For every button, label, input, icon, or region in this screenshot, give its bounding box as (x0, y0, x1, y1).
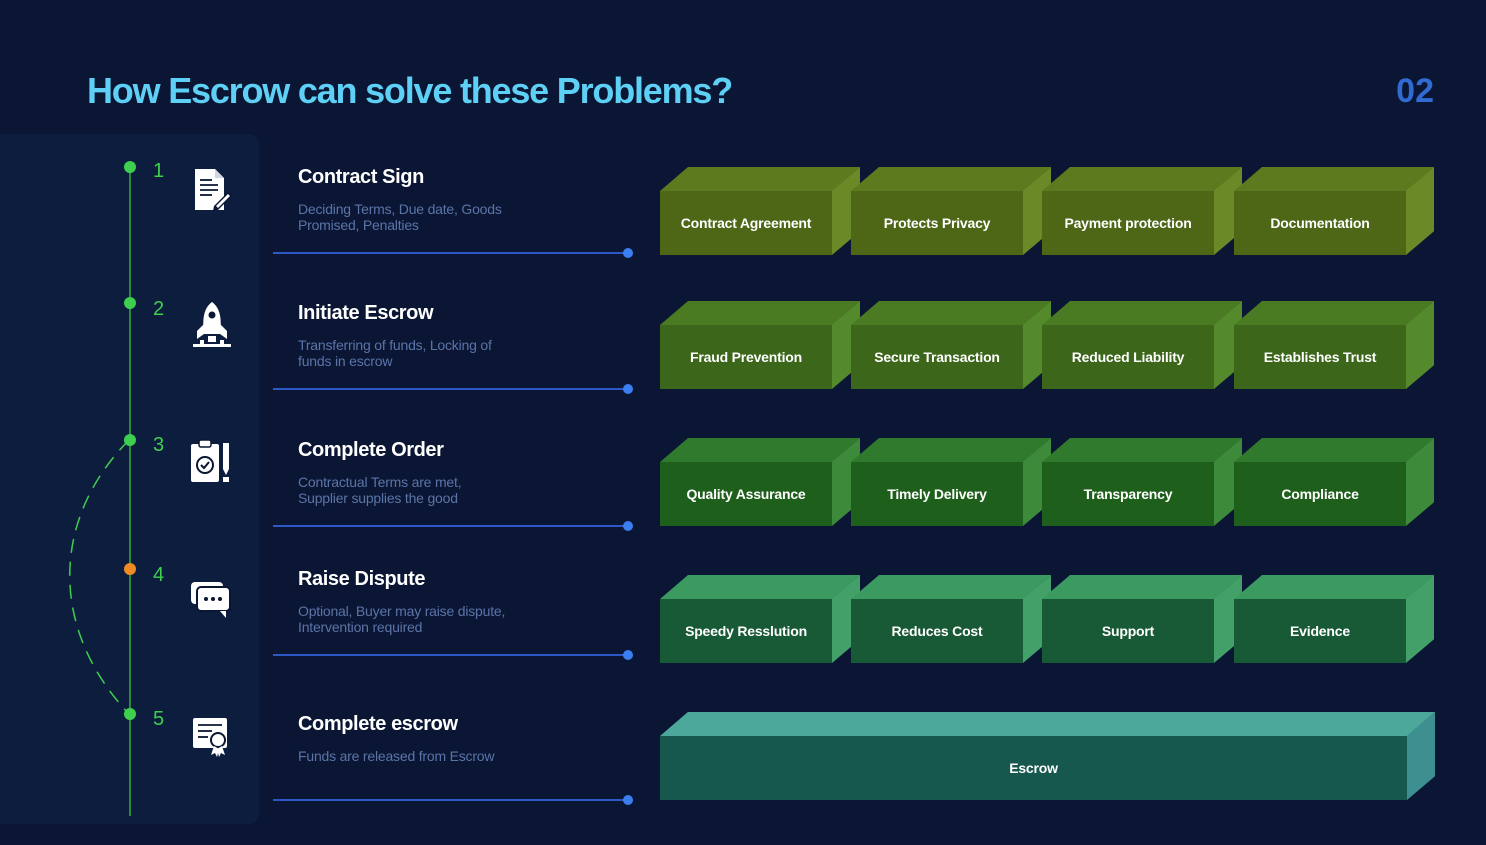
step-divider-end (623, 384, 633, 394)
benefit-box-label: Payment protection (1042, 191, 1214, 255)
document-pen-icon (195, 169, 232, 211)
step-divider (273, 799, 629, 801)
step-divider (273, 252, 629, 254)
benefit-box-top (1234, 575, 1434, 599)
step-description: Contractual Terms are met,Supplier suppl… (298, 474, 462, 506)
step-title: Initiate Escrow (298, 302, 434, 324)
step-divider (273, 654, 629, 656)
benefit-box-label: Establishes Trust (1234, 325, 1406, 389)
timeline-dot-3 (124, 434, 136, 446)
step-divider-end (623, 650, 633, 660)
step-divider-end (623, 795, 633, 805)
step-divider-end (623, 248, 633, 258)
step-title: Raise Dispute (298, 568, 426, 590)
benefit-box-top (1042, 438, 1242, 462)
benefit-box-top (660, 301, 860, 325)
step-title: Contract Sign (298, 166, 424, 188)
benefit-box-label: Reduces Cost (851, 599, 1023, 663)
step-divider (273, 388, 629, 390)
step-number: 1 (153, 160, 165, 182)
timeline-line (129, 166, 131, 816)
benefit-box-label: Documentation (1234, 191, 1406, 255)
benefit-box-label: Quality Assurance (660, 462, 832, 526)
benefit-box-top (851, 301, 1051, 325)
chat-bubbles-icon (191, 582, 231, 618)
benefit-box-top (851, 438, 1051, 462)
step-description: Optional, Buyer may raise dispute,Interv… (298, 603, 506, 635)
benefit-box-label: Speedy Resslution (660, 599, 832, 663)
benefit-box-top (660, 575, 860, 599)
step-number: 4 (153, 564, 165, 586)
page-title: How Escrow can solve these Problems? (87, 70, 733, 111)
timeline-dot-2 (124, 297, 136, 309)
benefit-box-label: Secure Transaction (851, 325, 1023, 389)
benefit-box-top (1234, 438, 1434, 462)
benefit-box-label: Fraud Prevention (660, 325, 832, 389)
step-divider (273, 525, 629, 527)
benefit-box-top (1042, 301, 1242, 325)
benefit-box-top (851, 575, 1051, 599)
benefit-box-top (1234, 167, 1434, 191)
rocket-icon (193, 302, 231, 347)
benefit-box-top (1234, 301, 1434, 325)
page-number: 02 (1396, 72, 1434, 110)
benefit-box-top (660, 167, 860, 191)
benefit-box-label: Protects Privacy (851, 191, 1023, 255)
benefit-box-top (660, 438, 860, 462)
benefit-box-label: Reduced Liability (1042, 325, 1214, 389)
step-number: 2 (153, 298, 165, 320)
benefit-box-label: Support (1042, 599, 1214, 663)
timeline-dot-4 (124, 563, 136, 575)
step-title: Complete Order (298, 439, 444, 461)
clipboard-check-icon (191, 439, 229, 482)
step-number: 3 (153, 434, 165, 456)
benefit-box-label: Transparency (1042, 462, 1214, 526)
certificate-icon (193, 718, 227, 757)
step-number: 5 (153, 708, 165, 730)
benefit-box-top (1042, 575, 1242, 599)
benefit-box-label: Contract Agreement (660, 191, 832, 255)
benefit-box-label: Timely Delivery (851, 462, 1023, 526)
escrow-box-label: Escrow (660, 736, 1407, 800)
escrow-box-top (660, 712, 1435, 736)
step-title: Complete escrow (298, 713, 458, 735)
timeline-dot-5 (124, 708, 136, 720)
benefit-box-label: Compliance (1234, 462, 1406, 526)
benefit-box-top (1042, 167, 1242, 191)
step-divider-end (623, 521, 633, 531)
step-description: Funds are released from Escrow (298, 748, 495, 764)
benefit-box-label: Evidence (1234, 599, 1406, 663)
benefit-box-top (851, 167, 1051, 191)
timeline-dot-1 (124, 161, 136, 173)
